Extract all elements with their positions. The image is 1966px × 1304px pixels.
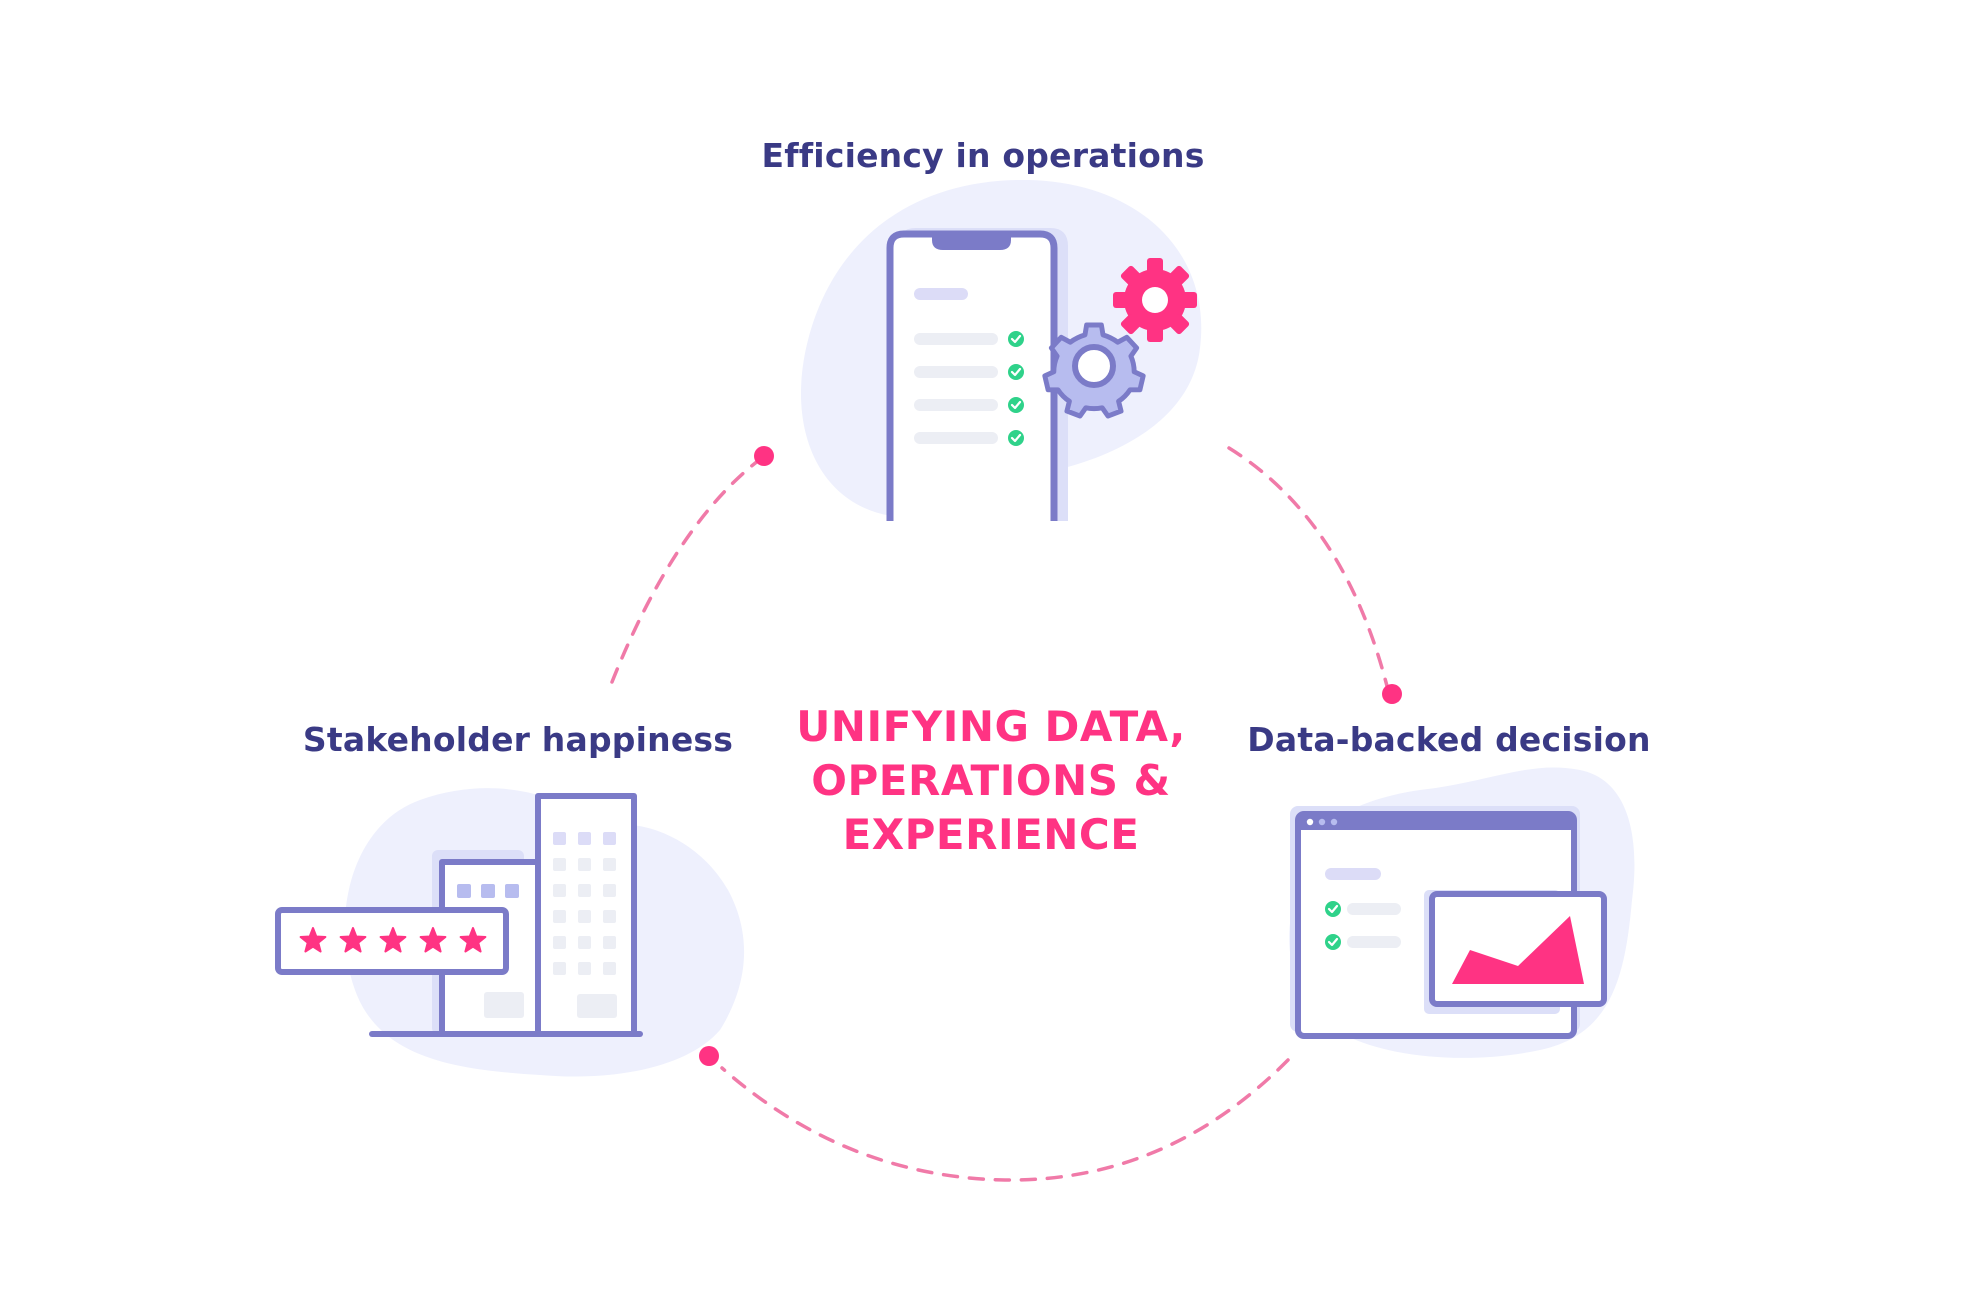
checklist-line xyxy=(914,333,998,345)
check-icon xyxy=(1008,331,1024,347)
efficiency-illustration xyxy=(800,179,1202,521)
window-dot xyxy=(1318,818,1326,826)
window-dot xyxy=(1306,818,1314,826)
phone-checklist xyxy=(914,331,1024,446)
cycle-connectors xyxy=(610,446,1402,1182)
node-label-efficiency: Efficiency in operations xyxy=(761,136,1205,175)
phone-notch xyxy=(932,236,1011,250)
center-title-line-2: OPERATIONS & xyxy=(811,756,1171,805)
center-title-line-3: EXPERIENCE xyxy=(842,810,1140,859)
center-title-line-1: UNIFYING DATA, xyxy=(796,702,1186,751)
connector-dot-bottom-left xyxy=(699,1046,719,1066)
star-icon xyxy=(339,927,367,953)
node-label-decision: Data-backed decision xyxy=(1247,720,1651,759)
stakeholder-illustration xyxy=(275,788,745,1077)
browser-titlebar xyxy=(1298,814,1574,830)
check-icon xyxy=(1008,430,1024,446)
connector-top-to-right xyxy=(1227,446,1390,692)
browser-header-bar xyxy=(1325,868,1381,880)
star-icon xyxy=(459,927,487,953)
decision-illustration xyxy=(1289,767,1635,1058)
star-rating xyxy=(299,927,487,953)
check-icon xyxy=(1325,901,1341,917)
connector-left-to-top xyxy=(610,455,765,684)
gear-icon xyxy=(1042,322,1146,419)
checklist-line xyxy=(914,366,998,378)
gear-icon xyxy=(1113,258,1197,342)
check-icon xyxy=(1008,397,1024,413)
checklist-line xyxy=(914,432,998,444)
connector-right-to-left xyxy=(720,1058,1290,1182)
area-chart-icon xyxy=(1452,916,1584,984)
browser-list-line xyxy=(1347,936,1401,948)
connector-dot-right xyxy=(1382,684,1402,704)
browser-list-line xyxy=(1347,903,1401,915)
star-icon xyxy=(299,927,327,953)
check-icon xyxy=(1008,364,1024,380)
check-icon xyxy=(1325,934,1341,950)
node-label-stakeholder: Stakeholder happiness xyxy=(302,720,734,759)
checklist-line xyxy=(914,399,998,411)
building-windows xyxy=(553,832,617,1018)
star-icon xyxy=(419,927,447,953)
center-title: UNIFYING DATA, OPERATIONS & EXPERIENCE xyxy=(796,700,1186,862)
connector-dot-top-left xyxy=(754,446,774,466)
phone-header-bar xyxy=(914,288,968,300)
star-icon xyxy=(379,927,407,953)
chart-panel-icon xyxy=(1429,891,1607,1007)
window-dot xyxy=(1330,818,1338,826)
